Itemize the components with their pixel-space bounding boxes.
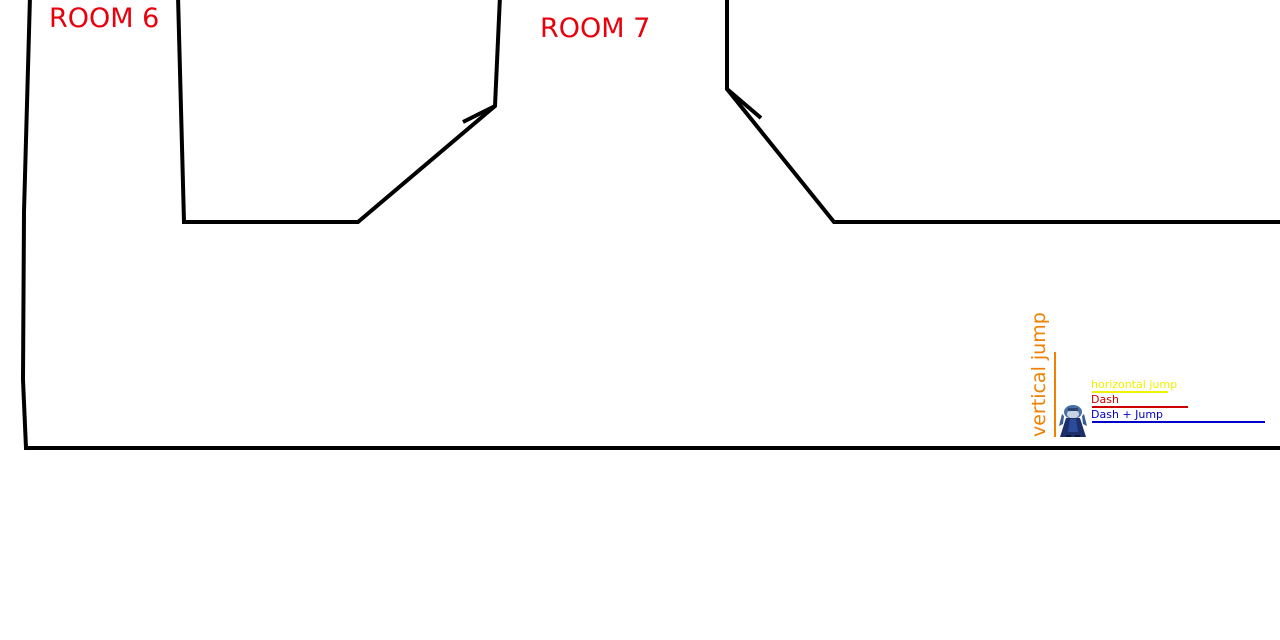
room-6-label: ROOM 6 bbox=[49, 3, 159, 34]
player-character-icon bbox=[1059, 405, 1087, 437]
horizontal-jump-label: horizontal jump bbox=[1091, 378, 1177, 391]
inner-wall-right bbox=[725, 0, 1280, 224]
jump-legend: vertical jump horizontal jump Dash Dash … bbox=[1028, 312, 1265, 437]
room-7-label: ROOM 7 bbox=[540, 13, 650, 44]
dash-label: Dash bbox=[1091, 393, 1119, 406]
vertical-jump-label: vertical jump bbox=[1028, 312, 1050, 437]
dash-jump-label: Dash + Jump bbox=[1091, 408, 1163, 421]
ramp-right-barb bbox=[725, 87, 763, 120]
outer-wall bbox=[20, 0, 1280, 450]
level-walls bbox=[20, 0, 1280, 450]
ramp-left-barb bbox=[462, 104, 496, 124]
inner-wall-left bbox=[176, 0, 502, 224]
